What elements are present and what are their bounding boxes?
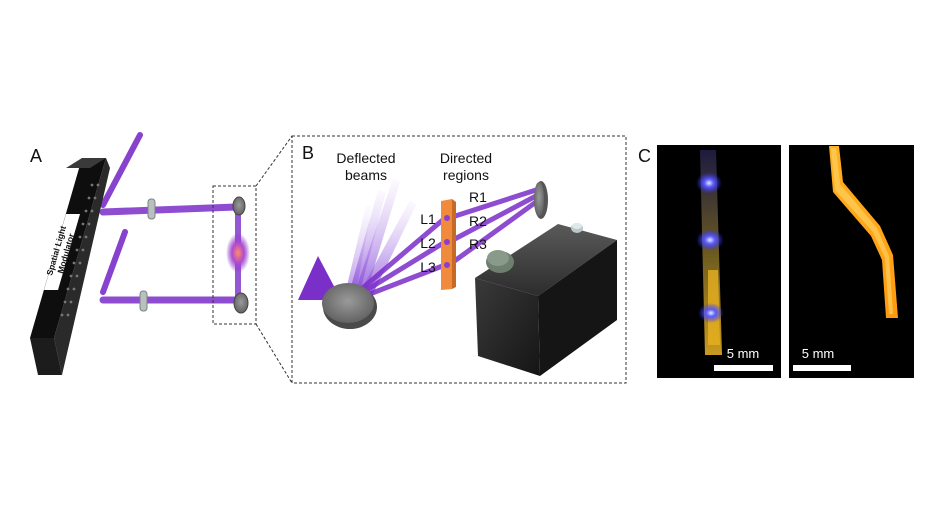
panel-a-zoom-box (212, 185, 257, 325)
panel-b: B Deflected beams Directed regions (291, 135, 627, 384)
glow-spot-3 (698, 303, 724, 323)
panel-a-letter: A (30, 146, 42, 166)
spatial-light-modulator: Spatial Light Modulator (30, 158, 110, 375)
deflected-beams-fan (346, 178, 416, 296)
directed-regions-label-line2: regions (443, 167, 489, 183)
panel-a: A (30, 132, 257, 375)
camera-box (475, 223, 617, 376)
panel-b-sample (441, 199, 456, 290)
scale-label-left: 5 mm (727, 346, 760, 361)
photo-left: 5 mm (657, 145, 781, 378)
panel-a-lenses (139, 198, 156, 312)
panel-b-frame (291, 135, 627, 384)
region-label-l2: L2 (420, 235, 436, 251)
region-label-r1: R1 (469, 189, 487, 205)
scale-bar-right (793, 365, 851, 371)
panel-b-large-mirror (322, 283, 377, 329)
zoom-connector-top (255, 135, 293, 187)
glow-spot-1 (696, 172, 722, 194)
panel-c: C 5 mm 5 mm (638, 145, 914, 378)
panel-b-beams (355, 187, 539, 300)
panel-b-letter: B (302, 143, 314, 163)
sample-strip-bent (829, 146, 898, 318)
glow-spot-2 (696, 229, 724, 251)
panel-a-mirror-bottom (233, 292, 249, 314)
panel-a-mirror-top (232, 196, 246, 216)
incoming-beam (298, 256, 336, 300)
panel-c-letter: C (638, 146, 651, 166)
scale-label-right: 5 mm (802, 346, 835, 361)
region-label-l1: L1 (420, 211, 436, 227)
panel-a-beams (99, 132, 244, 304)
deflected-beams-label-line1: Deflected (336, 150, 395, 166)
panel-a-sample-spot (226, 233, 250, 273)
region-label-r2: R2 (469, 213, 487, 229)
scale-bar-left (714, 365, 773, 371)
photo-right: 5 mm (789, 145, 914, 378)
deflected-beams-label-line2: beams (345, 167, 387, 183)
slm-pixel-grid (60, 183, 100, 317)
panel-b-small-mirror (534, 181, 548, 219)
zoom-connector-bottom (255, 323, 293, 384)
directed-regions-label-line1: Directed (440, 150, 492, 166)
region-label-r3: R3 (469, 236, 487, 252)
region-label-l3: L3 (420, 259, 436, 275)
